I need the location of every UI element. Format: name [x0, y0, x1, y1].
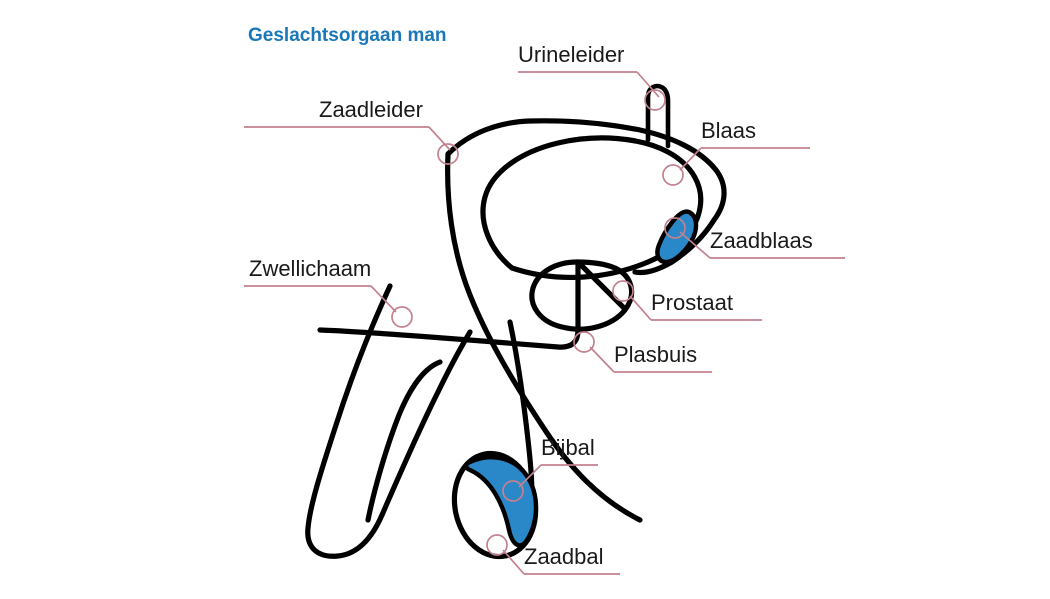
leader-marker-urineleider: [644, 89, 666, 111]
leader-line-plasbuis: [589, 346, 615, 373]
callout-zaadbal[interactable]: Zaadbal: [486, 534, 620, 575]
corpus-spongiosum-path: [365, 359, 443, 523]
leader-marker-bijbal: [502, 480, 524, 502]
leader-marker-blaas: [662, 164, 684, 186]
callout-zwellichaam[interactable]: Zwellichaam: [244, 256, 413, 328]
leader-marker-zaadblaas: [664, 217, 686, 239]
leader-marker-zaadleider: [437, 143, 459, 165]
label-prostaat: Prostaat: [651, 290, 733, 315]
leader-line-zwellichaam: [370, 285, 397, 313]
leader-marker-zwellichaam: [391, 306, 413, 328]
leader-line-zaadbal: [502, 549, 525, 575]
prostate-diagonal-path: [575, 259, 627, 311]
callout-prostaat[interactable]: Prostaat: [612, 280, 762, 321]
callout-bijbal[interactable]: Bijbal: [502, 435, 598, 502]
page-title: Geslachtsorgaan man: [248, 25, 447, 46]
leader-line-zaadblaas: [679, 231, 711, 259]
corpus-cavernosum-dorsal-path: [305, 283, 393, 559]
leader-line-bijbal: [518, 464, 542, 488]
seminal-vesicle-shape: [655, 209, 699, 265]
label-bijbal: Bijbal: [541, 435, 595, 460]
vas-deferens-path: [445, 151, 643, 523]
pelvic-outline-path: [445, 118, 727, 223]
leader-marker-prostaat: [612, 280, 634, 302]
label-urineleider: Urineleider: [518, 42, 624, 67]
label-zwellichaam: Zwellichaam: [249, 256, 371, 281]
leader-line-prostaat: [629, 295, 652, 321]
leader-line-blaas: [679, 147, 702, 171]
label-zaadleider: Zaadleider: [319, 97, 423, 122]
callout-blaas[interactable]: Blaas: [662, 118, 810, 186]
callout-zaadblaas[interactable]: Zaadblaas: [664, 217, 845, 259]
prostate-path: [529, 259, 635, 332]
leader-line-zaadleider: [428, 126, 451, 151]
label-zaadbal: Zaadbal: [524, 544, 604, 569]
leader-marker-zaadbal: [486, 534, 508, 556]
epididymis-shape: [464, 454, 539, 548]
urethra-path: [317, 327, 581, 350]
anatomy-drawing: [305, 83, 727, 560]
callout-zaadleider[interactable]: Zaadleider: [244, 97, 459, 165]
label-zaadblaas: Zaadblaas: [710, 228, 813, 253]
callout-plasbuis[interactable]: Plasbuis: [573, 331, 712, 373]
leader-marker-plasbuis: [573, 331, 595, 353]
corpus-cavernosum-ventral-path: [379, 329, 473, 518]
label-blaas: Blaas: [701, 118, 756, 143]
label-plasbuis: Plasbuis: [614, 342, 697, 367]
leader-line-urineleider: [636, 71, 660, 98]
bladder-path: [480, 135, 704, 281]
callout-urineleider[interactable]: Urineleider: [518, 42, 666, 111]
